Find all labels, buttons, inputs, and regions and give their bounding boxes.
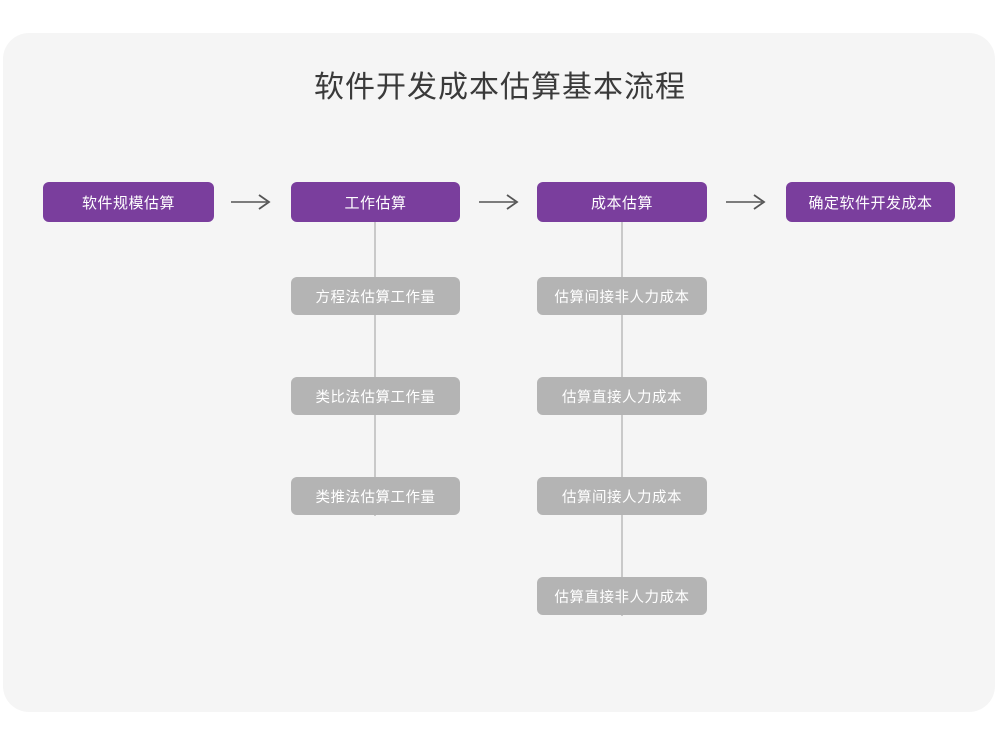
flow-node-step-2[interactable]: 工作估算 xyxy=(291,182,460,222)
branch-node-step-2-1[interactable]: 方程法估算工作量 xyxy=(291,277,460,315)
arrow-right-icon xyxy=(726,193,766,211)
branch-node-step-3-4[interactable]: 估算直接非人力成本 xyxy=(537,577,707,615)
branch-node-step-3-3[interactable]: 估算间接人力成本 xyxy=(537,477,707,515)
branch-node-label: 估算间接非人力成本 xyxy=(554,289,690,306)
page-title: 软件开发成本估算基本流程 xyxy=(314,71,686,104)
flow-node-step-3[interactable]: 成本估算 xyxy=(537,182,707,222)
connector-step3-trunk xyxy=(621,214,623,616)
flow-node-label: 工作估算 xyxy=(344,194,407,212)
branch-node-label: 方程法估算工作量 xyxy=(315,289,436,306)
flow-node-label: 确定软件开发成本 xyxy=(808,194,933,212)
branch-node-step-2-2[interactable]: 类比法估算工作量 xyxy=(291,377,460,415)
flow-node-label: 软件规模估算 xyxy=(81,194,175,212)
branch-node-step-3-2[interactable]: 估算直接人力成本 xyxy=(537,377,707,415)
branch-node-label: 类推法估算工作量 xyxy=(315,489,436,506)
branch-node-label: 估算直接人力成本 xyxy=(562,389,682,406)
diagram-card xyxy=(3,33,995,712)
branch-node-label: 估算直接非人力成本 xyxy=(554,589,690,606)
flow-node-label: 成本估算 xyxy=(590,194,653,212)
flow-node-step-4[interactable]: 确定软件开发成本 xyxy=(786,182,955,222)
branch-node-step-2-3[interactable]: 类推法估算工作量 xyxy=(291,477,460,515)
branch-node-label: 类比法估算工作量 xyxy=(315,389,436,406)
branch-node-label: 估算间接人力成本 xyxy=(562,489,682,506)
branch-node-step-3-1[interactable]: 估算间接非人力成本 xyxy=(537,277,707,315)
connector-step2-trunk xyxy=(374,214,376,516)
flow-node-step-1[interactable]: 软件规模估算 xyxy=(43,182,214,222)
arrow-right-icon xyxy=(479,193,519,211)
arrow-right-icon xyxy=(231,193,271,211)
